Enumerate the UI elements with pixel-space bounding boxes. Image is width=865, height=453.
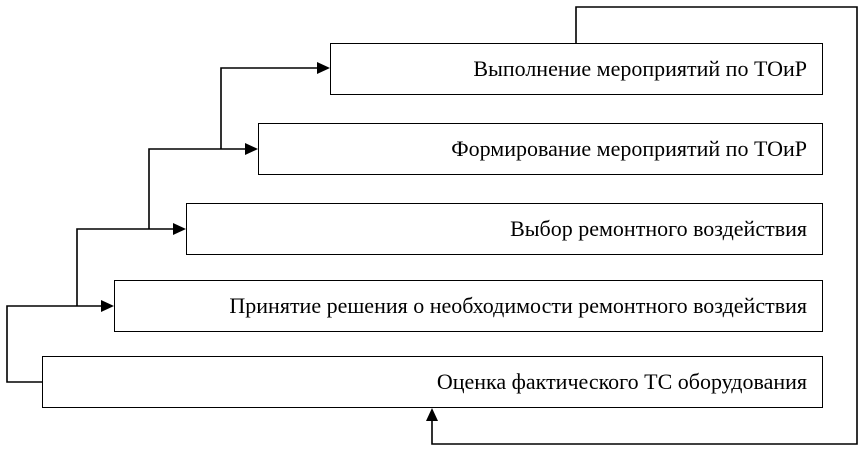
- connector-assess-to-decision: [6, 300, 114, 383]
- step-label-repair-decision: Принятие решения о необходимости ремонтн…: [229, 293, 807, 318]
- arrowhead-icon: [173, 223, 186, 235]
- arrowhead-icon: [426, 408, 438, 421]
- step-box-assess-condition: Оценка фактического ТС оборудования: [42, 356, 823, 408]
- connector-choose-to-form: [148, 143, 258, 229]
- arrowhead-icon: [317, 62, 330, 74]
- connector-form-to-execute: [220, 62, 330, 149]
- step-label-form-measures: Формирование мероприятий по ТОиР: [451, 136, 807, 161]
- connector-decision-to-choose: [76, 223, 186, 306]
- arrowhead-icon: [245, 143, 258, 155]
- step-box-choose-repair: Выбор ремонтного воздействия: [186, 203, 823, 255]
- step-label-choose-repair: Выбор ремонтного воздействия: [510, 216, 807, 241]
- step-box-repair-decision: Принятие решения о необходимости ремонтн…: [114, 280, 823, 332]
- step-box-execute-measures: Выполнение мероприятий по ТОиР: [330, 43, 823, 95]
- step-box-form-measures: Формирование мероприятий по ТОиР: [258, 123, 823, 175]
- step-label-assess-condition: Оценка фактического ТС оборудования: [437, 369, 807, 394]
- arrowhead-icon: [101, 300, 114, 312]
- step-label-execute-measures: Выполнение мероприятий по ТОиР: [473, 56, 807, 81]
- connector-feedback-loop: [426, 6, 858, 445]
